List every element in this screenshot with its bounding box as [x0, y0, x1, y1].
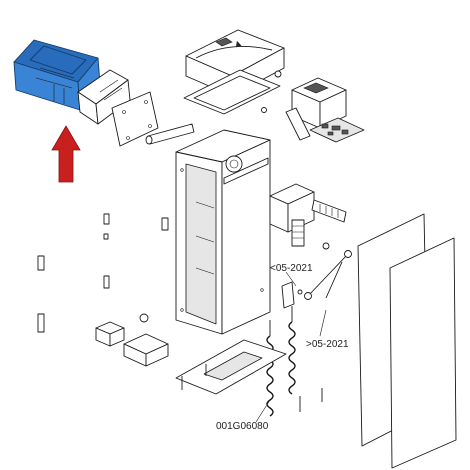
foundation-plate[interactable]	[175, 339, 287, 395]
terminal-block[interactable]	[95, 313, 149, 347]
fastener-clips[interactable]	[37, 213, 169, 333]
spring-rod-top[interactable]	[311, 199, 347, 223]
transformer[interactable]	[123, 333, 169, 367]
circuit-board[interactable]	[309, 117, 365, 143]
cover-gasket[interactable]	[183, 69, 282, 115]
highlighted-part-blue[interactable]	[13, 39, 101, 111]
side-plate[interactable]	[111, 91, 159, 147]
bolts[interactable]	[299, 388, 323, 412]
side-cover-panel-front[interactable]	[389, 237, 457, 469]
label-after-revision: >05-2021	[306, 339, 349, 350]
svg-text:▲: ▲	[232, 37, 245, 51]
barrier-cabinet[interactable]	[175, 129, 271, 335]
balancing-spring-left[interactable]	[266, 320, 274, 417]
output-shaft[interactable]	[145, 123, 195, 145]
tie-rod-new[interactable]	[325, 261, 343, 299]
label-spring-code: 001G06080	[216, 421, 269, 432]
tie-rod-old[interactable]	[304, 250, 352, 300]
up-arrow-icon	[51, 125, 81, 183]
label-before-revision: <05-2021	[270, 263, 313, 274]
leader-lines	[255, 271, 327, 423]
mount-bracket-small[interactable]	[281, 281, 303, 309]
balancing-spring-right[interactable]	[288, 306, 296, 395]
gearmotor[interactable]	[269, 183, 330, 250]
